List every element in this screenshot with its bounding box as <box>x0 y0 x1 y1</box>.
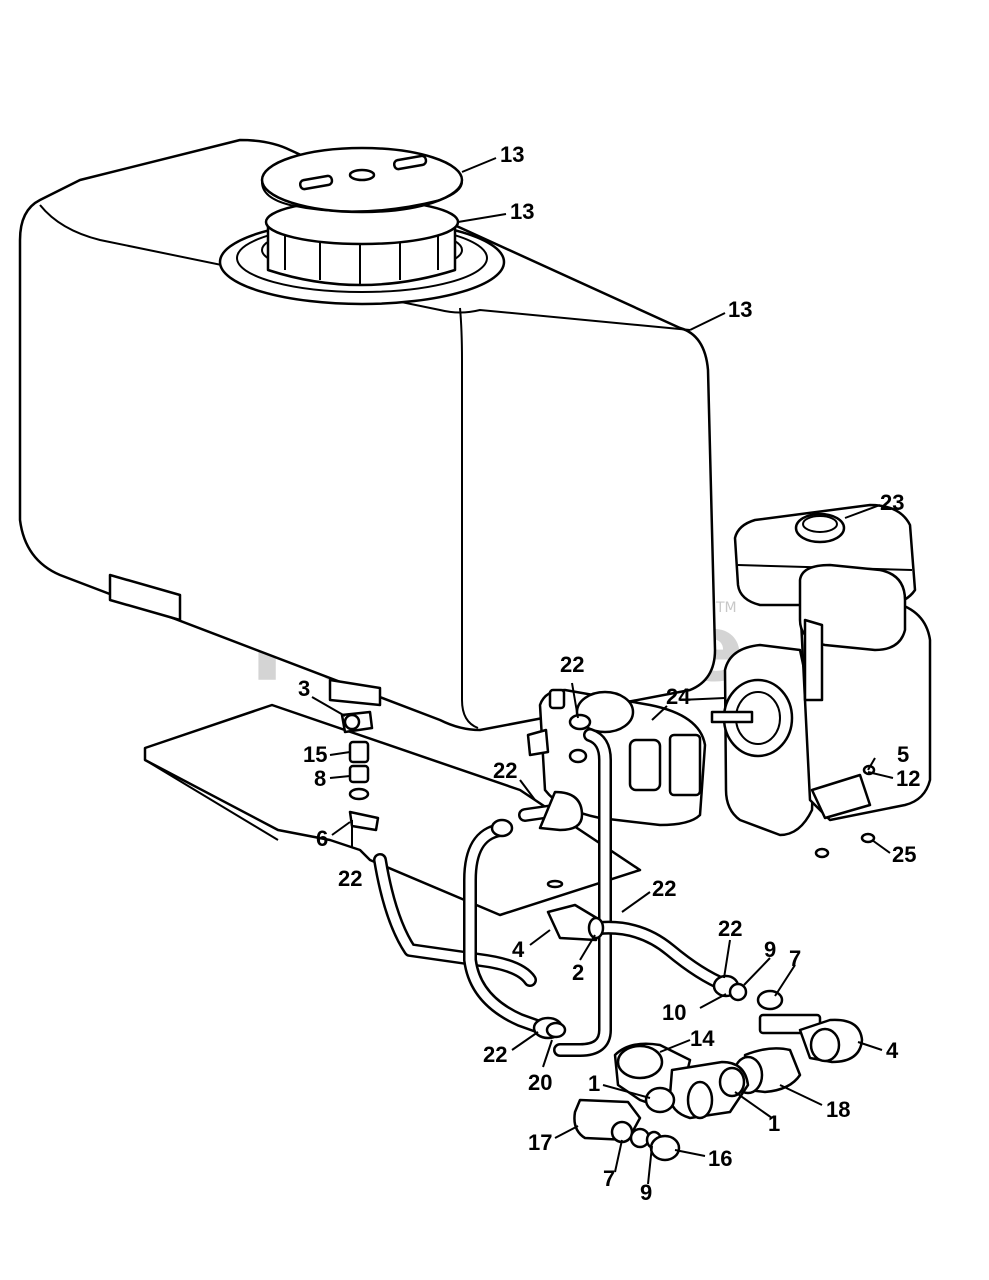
callout-18: 18 <box>826 1097 850 1122</box>
callout-1-left: 1 <box>588 1071 600 1096</box>
spray-tank <box>18 138 717 732</box>
callout-22-tank-hose: 22 <box>652 876 676 901</box>
callout-4-left: 4 <box>512 937 525 962</box>
callout-14: 14 <box>690 1026 715 1051</box>
fittings <box>340 710 864 1162</box>
callout-12: 12 <box>896 766 920 791</box>
leader-lines <box>311 157 894 1185</box>
callout-4-right: 4 <box>886 1038 899 1063</box>
callout-13-tank: 13 <box>728 297 752 322</box>
pump <box>526 688 707 827</box>
callout-1-right: 1 <box>768 1111 780 1136</box>
callout-5: 5 <box>897 742 909 767</box>
callout-13-lid: 13 <box>500 142 524 167</box>
callout-13-strainer: 13 <box>510 199 534 224</box>
callout-9-bottom: 9 <box>640 1180 652 1205</box>
callout-2: 2 <box>572 960 584 985</box>
callout-6: 6 <box>316 826 328 851</box>
callout-17: 17 <box>528 1130 552 1155</box>
callout-25: 25 <box>892 842 916 867</box>
callout-22-valve: 22 <box>718 916 742 941</box>
callout-24: 24 <box>666 684 691 709</box>
callout-22-pump-top: 22 <box>560 652 584 677</box>
callout-20: 20 <box>528 1070 552 1095</box>
callout-labels: 13 13 13 23 22 24 3 5 12 15 8 22 6 22 25… <box>298 142 920 1205</box>
callout-7-top: 7 <box>789 946 801 971</box>
callout-3: 3 <box>298 676 310 701</box>
mounting-plate <box>143 703 642 987</box>
callout-10: 10 <box>662 1000 686 1025</box>
watermark-trademark: TM <box>715 600 737 616</box>
callout-22-tank-outlet: 22 <box>338 866 362 891</box>
callout-15: 15 <box>303 742 327 767</box>
callout-22-bottom: 22 <box>483 1042 507 1067</box>
callout-22-suction: 22 <box>493 758 517 783</box>
callout-9-top: 9 <box>764 937 776 962</box>
callout-8: 8 <box>314 766 326 791</box>
engine <box>710 503 932 859</box>
callout-16: 16 <box>708 1146 732 1171</box>
callout-7-bottom: 7 <box>603 1166 615 1191</box>
callout-23: 23 <box>880 490 904 515</box>
